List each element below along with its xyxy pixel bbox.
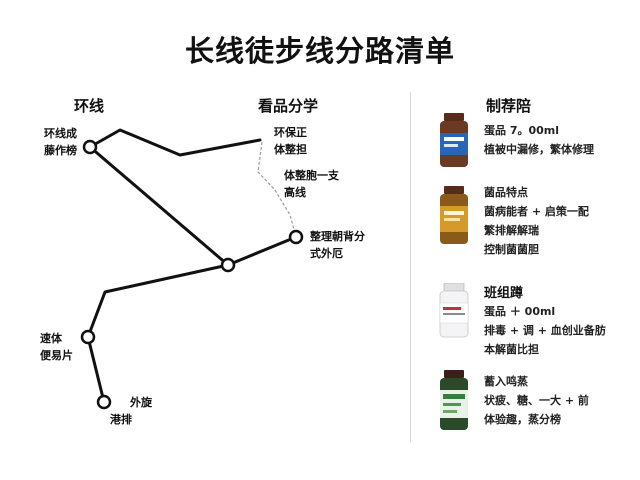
mid-heading: 看品分学 bbox=[258, 97, 319, 115]
page-title: 长线徒步线分路清单 bbox=[184, 34, 455, 68]
product-line: 蛋品 ＋ 00ml bbox=[484, 305, 556, 318]
bottle-image bbox=[440, 370, 468, 430]
node-label-line: 速体 bbox=[40, 332, 62, 345]
product-item: 菌品特点 菌病能者 + 启策一配 繁排解解瑞 控制菌菌胆 bbox=[484, 183, 589, 259]
divider bbox=[410, 92, 411, 442]
bottle-image bbox=[440, 186, 468, 244]
product-item: 蛋品 7。00ml 植被中漏修，繁体修理 bbox=[484, 121, 594, 159]
route-line-diagonal bbox=[88, 145, 298, 267]
left-heading: 环线 bbox=[74, 97, 105, 115]
node-label-line: 整理朝背分 bbox=[310, 230, 365, 243]
product-line: 排毒 + 调 + 血创业备肪 bbox=[484, 324, 606, 337]
node-label-line: 藤作榜 bbox=[44, 144, 77, 157]
node-label-line: 便易片 bbox=[40, 349, 73, 362]
route-node bbox=[82, 139, 98, 155]
node-label: 外旋 港排 bbox=[110, 394, 152, 428]
list-heading: 制荐陪 bbox=[486, 97, 532, 115]
product-line: 植被中漏修，繁体修理 bbox=[484, 143, 594, 156]
node-label-line: 港排 bbox=[110, 413, 132, 426]
product-item: 蛋品 ＋ 00ml 排毒 + 调 + 血创业备肪 本解菌比担 bbox=[484, 302, 606, 359]
product-line: 蛋品 7。00ml bbox=[484, 124, 560, 137]
node-label-line: 体整担 bbox=[274, 143, 307, 156]
product-name: 班组蹲 bbox=[484, 286, 524, 301]
node-label-line: 环线成 bbox=[44, 127, 77, 140]
product-line: 体验趣，蒸分榜 bbox=[484, 413, 561, 426]
route-map bbox=[80, 128, 304, 410]
product-line: 菌品特点 bbox=[484, 186, 528, 199]
node-label-line: 体整胞一支 bbox=[284, 169, 339, 182]
product-line: 菌病能者 + 启策一配 bbox=[484, 205, 589, 218]
route-node bbox=[288, 229, 304, 245]
product-line: 本解菌比担 bbox=[484, 343, 539, 356]
node-label-line: 高线 bbox=[284, 186, 306, 199]
route-line-dotted bbox=[257, 141, 297, 238]
product-line: 繁排解解瑞 bbox=[484, 224, 539, 237]
node-label-line: 外旋 bbox=[130, 396, 152, 409]
product-line: 状疲、糖、一大 + 前 bbox=[484, 394, 589, 407]
node-label: 速体 便易片 bbox=[40, 330, 73, 364]
bottle-image bbox=[439, 283, 469, 338]
product-line: 蓄入鸣蒸 bbox=[484, 375, 528, 388]
node-label-line: 环保正 bbox=[274, 126, 307, 139]
route-line-lower bbox=[86, 263, 230, 404]
bottle-image bbox=[440, 113, 468, 167]
product-item: 蓄入鸣蒸 状疲、糖、一大 + 前 体验趣，蒸分榜 bbox=[484, 372, 589, 429]
node-label: 环线成 藤作榜 bbox=[44, 125, 77, 159]
product-line: 控制菌菌胆 bbox=[484, 243, 539, 256]
route-node bbox=[80, 329, 96, 345]
route-node bbox=[96, 394, 112, 410]
route-node bbox=[220, 257, 236, 273]
node-label: 整理朝背分 式外厄 bbox=[310, 228, 365, 262]
node-label-line: 式外厄 bbox=[310, 247, 343, 260]
node-label: 体整胞一支 高线 bbox=[284, 167, 339, 201]
route-line-top bbox=[88, 128, 262, 157]
node-label: 环保正 体整担 bbox=[274, 124, 307, 158]
